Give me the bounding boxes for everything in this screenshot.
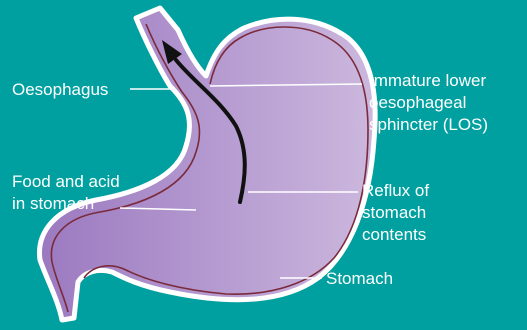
label-food-acid: Food and acid in stomach: [12, 171, 120, 215]
label-food-acid-line-1: Food and acid: [12, 171, 120, 193]
label-reflux-line-3: contents: [362, 224, 429, 246]
label-stomach: Stomach: [326, 268, 393, 290]
label-los-line-3: sphincter (LOS): [369, 114, 488, 136]
label-stomach-text: Stomach: [326, 268, 393, 290]
label-los-line-2: oesophageal: [369, 92, 488, 114]
label-reflux-line-1: Reflux of: [362, 180, 429, 202]
label-oesophagus-text: Oesophagus: [12, 79, 108, 101]
label-los-line-1: Immature lower: [369, 70, 488, 92]
stomach-shape: [39, 8, 375, 320]
label-reflux-line-2: stomach: [362, 202, 429, 224]
label-food-acid-line-2: in stomach: [12, 193, 120, 215]
label-los: Immature lower oesophageal sphincter (LO…: [369, 70, 488, 136]
label-oesophagus: Oesophagus: [12, 79, 108, 101]
label-reflux: Reflux of stomach contents: [362, 180, 429, 246]
